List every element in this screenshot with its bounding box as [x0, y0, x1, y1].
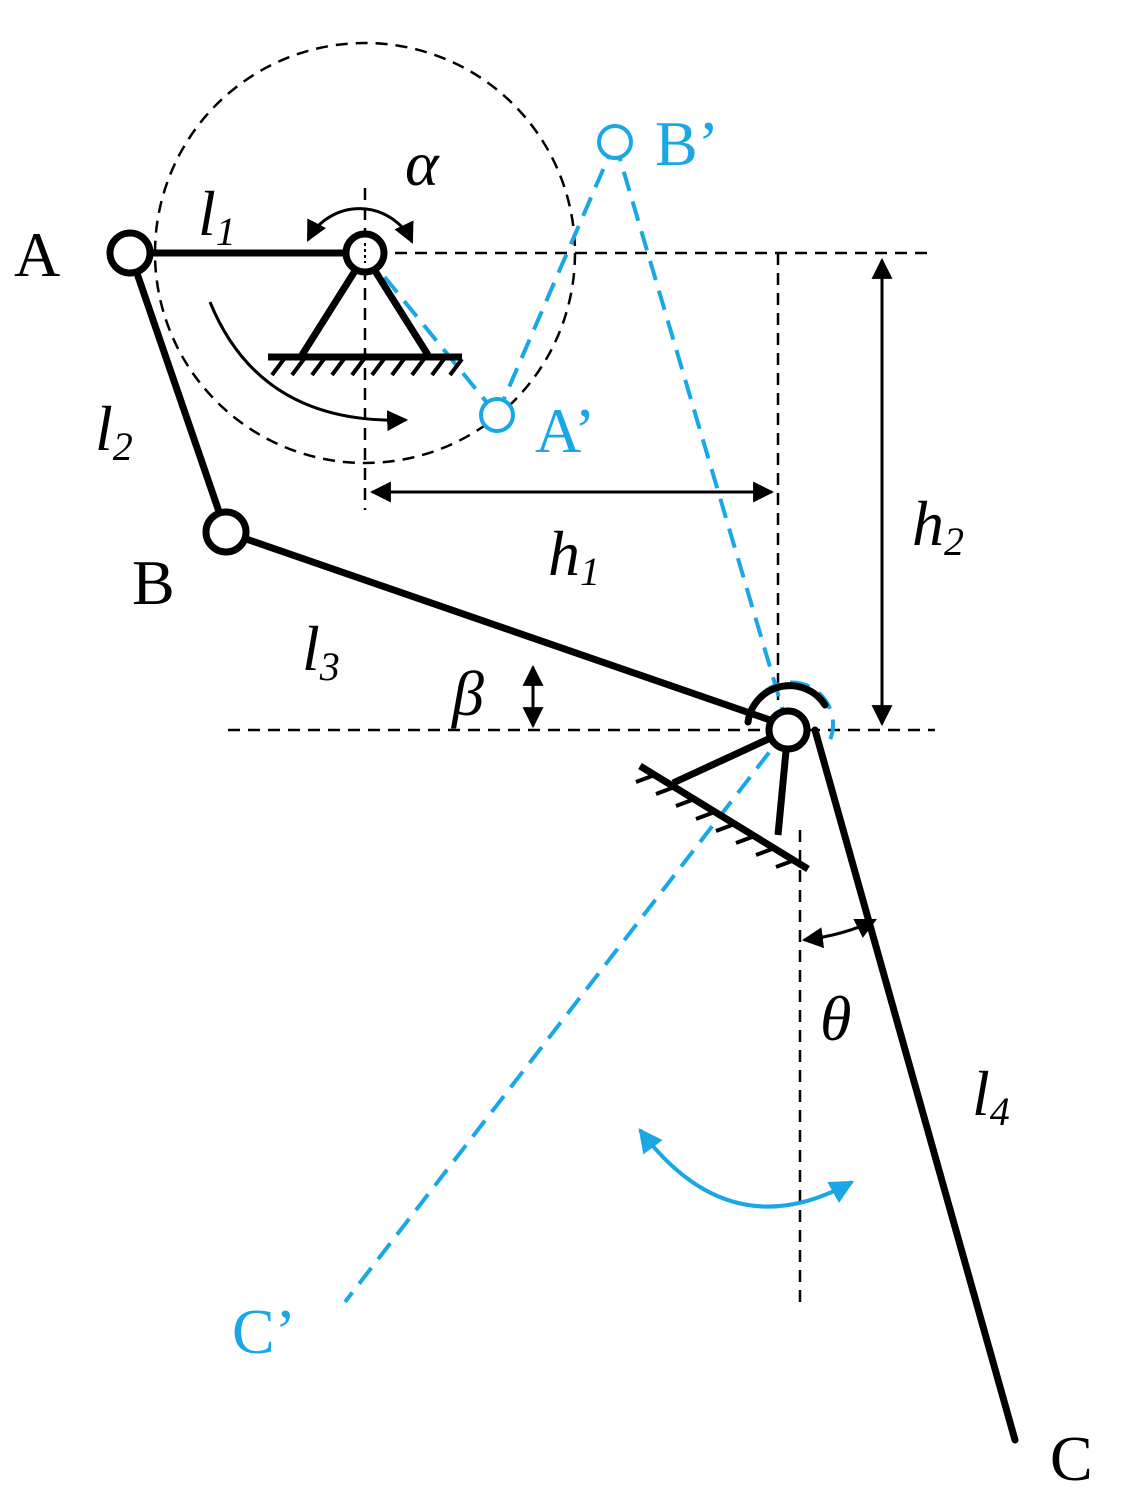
- l3-main: l: [302, 613, 320, 684]
- label-h1: h1: [548, 518, 600, 594]
- crank-pivot: [342, 230, 388, 276]
- l3-sub: 3: [319, 644, 340, 689]
- label-l2: l2: [95, 393, 133, 469]
- rocker-pivot: [765, 707, 811, 753]
- h1-main: h: [548, 518, 580, 589]
- reference-lines: [153, 41, 935, 1310]
- coupler-alt: [495, 141, 617, 416]
- label-theta: θ: [820, 983, 851, 1054]
- h2-sub: 2: [944, 519, 964, 564]
- l2-main: l: [95, 393, 113, 464]
- rocker-upper-alt: [613, 141, 790, 729]
- label-l4: l4: [972, 1058, 1010, 1134]
- joint-A-prime: [479, 397, 515, 433]
- rocker-lower-alt: [343, 726, 790, 1304]
- main-linkage: [126, 249, 1019, 1444]
- label-C: C: [1050, 1423, 1093, 1494]
- l4-main: l: [972, 1058, 990, 1129]
- l1-sub: 1: [216, 209, 236, 254]
- joint-B: [202, 508, 250, 556]
- l2-sub: 2: [113, 424, 133, 469]
- rocker-pivot-arc: [744, 682, 829, 726]
- h2-main: h: [912, 488, 944, 559]
- ground-hatch-crank: [270, 357, 464, 377]
- alternate-position: [343, 141, 836, 1304]
- crank-rotation-arrow: [208, 301, 409, 432]
- label-A-prime: A’: [535, 395, 595, 466]
- label-A: A: [14, 219, 60, 290]
- label-beta: β: [450, 658, 484, 729]
- ground-hatch-rocker: [635, 774, 793, 869]
- joint-A: [106, 229, 154, 277]
- ground-line-rocker: [638, 763, 810, 872]
- link-l4: [811, 726, 1019, 1444]
- label-alpha: α: [405, 128, 440, 199]
- label-B-prime: B’: [655, 108, 719, 179]
- l4-sub: 4: [990, 1089, 1010, 1134]
- joint-B-prime: [597, 124, 633, 160]
- theta-arrow: [801, 918, 877, 949]
- link-l3: [222, 528, 774, 724]
- label-h2: h2: [912, 488, 964, 564]
- swing-arrow: [638, 1128, 855, 1209]
- label-l3: l3: [302, 613, 340, 689]
- crank-alt: [363, 251, 499, 417]
- label-B: B: [132, 547, 175, 618]
- labels: A B C A’ B’ C’ l1 l2 l3 l4 h1 h2 α β θ: [14, 108, 1093, 1494]
- l1-main: l: [198, 178, 216, 249]
- alpha-arrow: [306, 207, 414, 244]
- label-C-prime: C’: [232, 1296, 296, 1367]
- link-l2: [126, 249, 230, 536]
- label-l1: l1: [198, 178, 236, 254]
- h1-sub: 1: [580, 549, 600, 594]
